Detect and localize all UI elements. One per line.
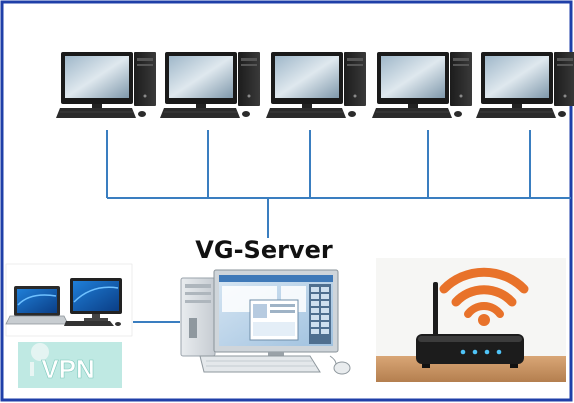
router-panel (376, 258, 566, 382)
vpn-label: VPN (41, 354, 94, 384)
workstation-row (56, 52, 574, 118)
wifi-signal-icon (439, 267, 529, 318)
laptop-icon (5, 286, 69, 325)
desktop-computer-icon (56, 52, 156, 118)
desktop-computer-icon (160, 52, 260, 118)
desktop-computer-icon (476, 52, 574, 118)
server-label: VG-Server (195, 236, 333, 264)
desktop-computer-icon (266, 52, 366, 118)
vpn-badge-icon: VPN (18, 342, 122, 388)
server-computer-icon (180, 269, 351, 375)
wifi-router-icon (416, 282, 524, 368)
client-devices (5, 263, 133, 337)
desktop-monitor-icon (64, 278, 122, 326)
desktop-computer-icon (372, 52, 472, 118)
network-bus (106, 130, 571, 323)
